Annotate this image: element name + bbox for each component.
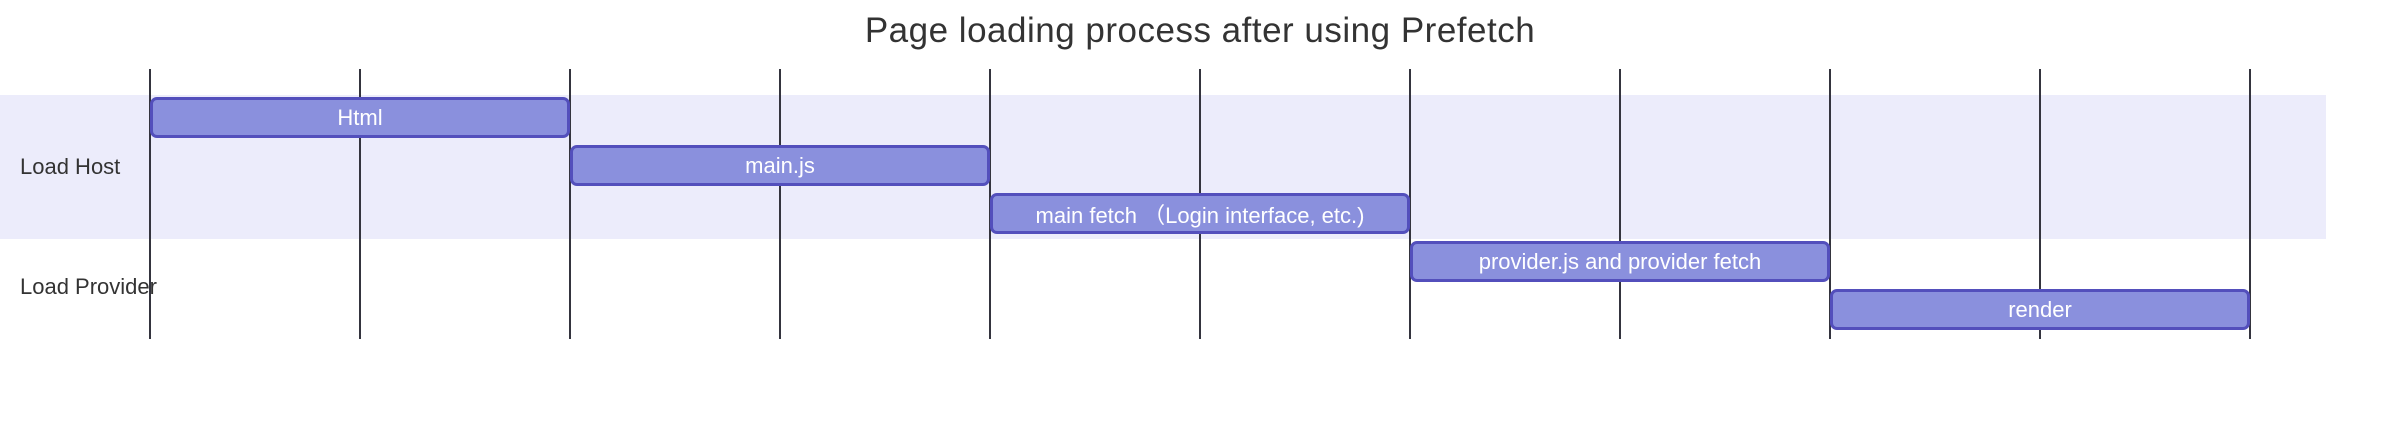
chart-title: Page loading process after using Prefetc…	[864, 11, 1536, 50]
task-bar-main-js: main.js	[570, 145, 990, 186]
task-bar-label: main fetch （Login interface, etc.)	[1035, 202, 1365, 228]
task-bar-html: Html	[150, 97, 570, 138]
section-label-load-host: Load Host	[20, 154, 121, 179]
task-bar-label: main.js	[745, 152, 815, 178]
task-bar-label: Html	[337, 104, 383, 130]
gridline	[1829, 69, 1831, 339]
gridline	[2039, 69, 2041, 339]
gridline	[569, 69, 571, 339]
gridline	[2249, 69, 2251, 339]
gridline	[149, 69, 151, 339]
task-bar-main-fetch-login-interface-etc: main fetch （Login interface, etc.)	[990, 193, 1410, 234]
gridline	[1619, 69, 1621, 339]
section-label-load-provider: Load Provider	[20, 274, 157, 299]
task-bar-render: render	[1830, 289, 2250, 330]
task-bar-provider-js-and-provider-fetch: provider.js and provider fetch	[1410, 241, 1830, 282]
gridline	[1409, 69, 1411, 339]
task-bar-label: provider.js and provider fetch	[1478, 248, 1762, 274]
gridline	[359, 69, 361, 339]
gridline	[779, 69, 781, 339]
task-bar-label: render	[2008, 296, 2072, 322]
